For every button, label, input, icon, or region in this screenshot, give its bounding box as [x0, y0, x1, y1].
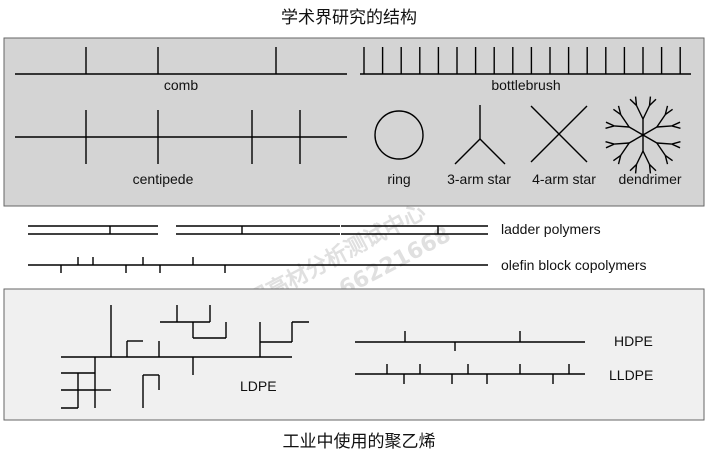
dendrimer-label: dendrimer [618, 171, 681, 187]
academic-structures-panel [3, 37, 705, 207]
ladder-polymer-structure [28, 225, 488, 235]
hdpe-structure [355, 331, 585, 351]
lldpe-structure [355, 364, 585, 384]
centipede-structure [15, 110, 347, 164]
ring-label: ring [387, 171, 410, 187]
ladder-polymers-label: ladder polymers [501, 221, 601, 237]
ring-structure [374, 110, 424, 160]
bottlebrush-structure [360, 47, 691, 75]
comb-structure [15, 47, 347, 75]
hdpe-label: HDPE [614, 333, 653, 349]
three-arm-star-label: 3-arm star [447, 171, 511, 187]
four-arm-star-label: 4-arm star [532, 171, 596, 187]
centipede-label: centipede [133, 171, 194, 187]
lldpe-label: LLDPE [609, 367, 653, 383]
dendrimer-structure [605, 96, 681, 174]
olefin-block-copolymer-structure [28, 257, 488, 273]
top-title: 学术界研究的结构 [281, 8, 417, 28]
industrial-polyethylene-panel [3, 288, 705, 421]
bottom-title: 工业中使用的聚乙烯 [283, 431, 436, 452]
four-arm-star-structure [530, 105, 588, 163]
bottlebrush-label: bottlebrush [491, 77, 560, 93]
ldpe-structure [61, 305, 309, 409]
three-arm-star-structure [454, 105, 506, 165]
comb-label: comb [164, 77, 198, 93]
olefin-block-copolymers-label: olefin block copolymers [501, 257, 647, 273]
ldpe-label: LDPE [240, 378, 277, 394]
